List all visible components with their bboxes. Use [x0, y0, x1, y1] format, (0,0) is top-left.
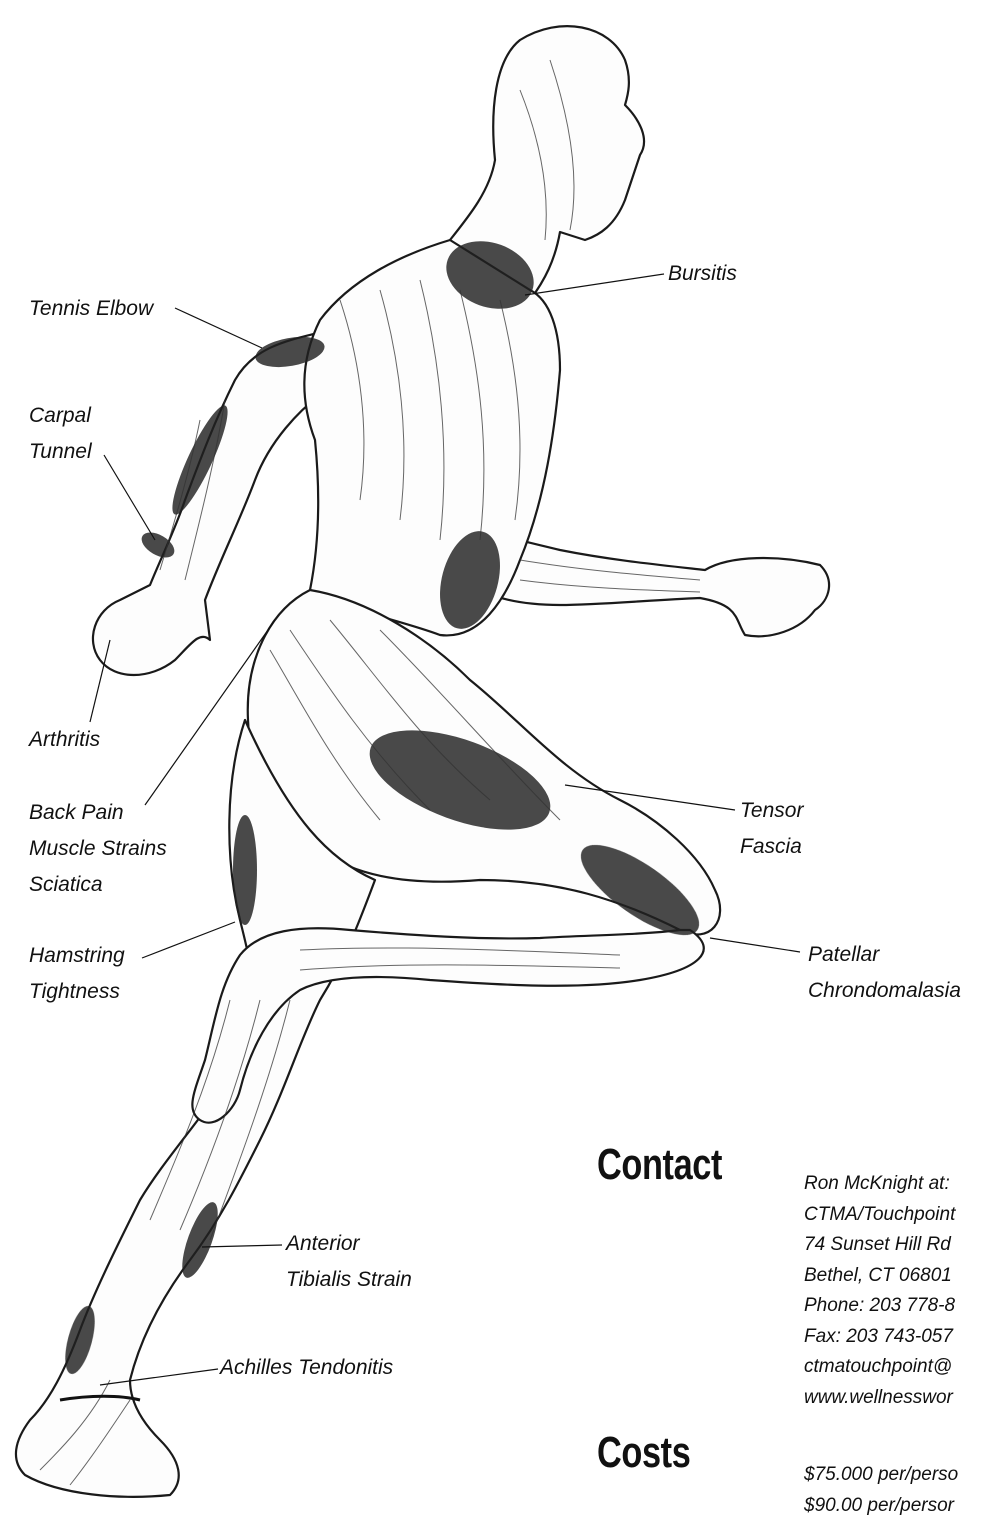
contact-line: ctmatouchpoint@: [804, 1352, 955, 1383]
leader-bursitis: [525, 274, 664, 295]
contact-line: CTMA/Touchpoint: [804, 1200, 955, 1231]
contact-heading: Contact: [597, 1140, 722, 1190]
contact-line: Phone: 203 778-8: [804, 1291, 955, 1322]
cost-line: $90.00 per/persor: [804, 1491, 958, 1521]
contact-details: Ron McKnight at: CTMA/Touchpoint 74 Suns…: [804, 1169, 955, 1413]
label-bursitis: Bursitis: [668, 256, 737, 292]
label-tennis-elbow: Tennis Elbow: [29, 291, 153, 327]
leader-anterior: [202, 1245, 282, 1247]
leader-tennis-elbow: [175, 308, 262, 348]
costs-details: $75.000 per/perso $90.00 per/persor: [804, 1460, 958, 1521]
contact-line: 74 Sunset Hill Rd: [804, 1230, 955, 1261]
contact-line: Ron McKnight at:: [804, 1169, 955, 1200]
cost-line: $75.000 per/perso: [804, 1460, 958, 1491]
label-arthritis: Arthritis: [29, 722, 100, 758]
label-achilles-tendonitis: Achilles Tendonitis: [220, 1350, 393, 1386]
leader-patellar: [710, 938, 800, 952]
contact-line: Bethel, CT 06801: [804, 1261, 955, 1292]
leader-carpal-tunnel: [104, 455, 155, 540]
leader-hamstring: [142, 922, 235, 958]
contact-line: Fax: 203 743-057: [804, 1322, 955, 1353]
contact-line: www.wellnesswor: [804, 1383, 955, 1414]
costs-heading: Costs: [597, 1428, 690, 1478]
